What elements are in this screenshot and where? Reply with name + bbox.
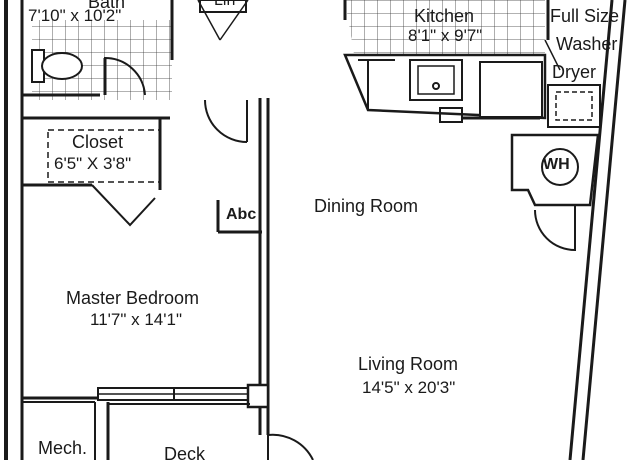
lin-closet — [199, 0, 247, 13]
kitchen-label: Kitchen — [414, 6, 475, 26]
wh-door-swing — [534, 205, 576, 252]
closet-bifold-door — [91, 184, 156, 227]
closet-shelf-dashed — [47, 129, 161, 183]
lin-label: Lin — [214, 0, 236, 9]
outer-right-wall-a — [568, 0, 614, 460]
washer-dryer-line3: Dryer — [552, 62, 596, 82]
closet-label: Closet — [72, 132, 124, 152]
master-bedroom-dimensions: 11'7" x 14'1" — [90, 310, 182, 329]
outer-right-wall-b — [581, 0, 627, 460]
water-heater — [541, 148, 579, 186]
kitchen-dimensions: 8'1" x 9'7" — [408, 26, 483, 45]
bath-door-swing — [104, 56, 146, 96]
master-bedroom-label: Master Bedroom — [66, 288, 200, 308]
living-room-dimensions: 14'5" x 20'3" — [362, 378, 456, 397]
bath-dimensions: 7'10" x 10'2" — [28, 6, 122, 25]
washer-dryer-line2: Washer — [556, 34, 618, 54]
closet-dimensions: 6'5" X 3'8" — [54, 154, 132, 173]
bath-label: Bath — [88, 0, 126, 12]
deck-door-swing — [267, 433, 314, 460]
abc-label: Abc — [226, 206, 257, 223]
deck-label: Deck — [164, 444, 206, 460]
toilet-fixture — [31, 49, 83, 83]
dining-room-label: Dining Room — [314, 196, 419, 216]
wh-closet — [510, 133, 600, 207]
bedroom-door-swing — [204, 99, 248, 143]
mech-label: Mech. — [38, 438, 88, 458]
living-room-label: Living Room — [358, 354, 459, 374]
washer-dryer-line1: Full Size — [550, 6, 620, 26]
water-heater-label: WH — [543, 156, 570, 173]
kitchen-sink — [409, 59, 463, 101]
kitchen-tile-floor — [345, 0, 545, 60]
refrigerator — [479, 61, 543, 118]
washer-dryer-box — [547, 84, 601, 128]
